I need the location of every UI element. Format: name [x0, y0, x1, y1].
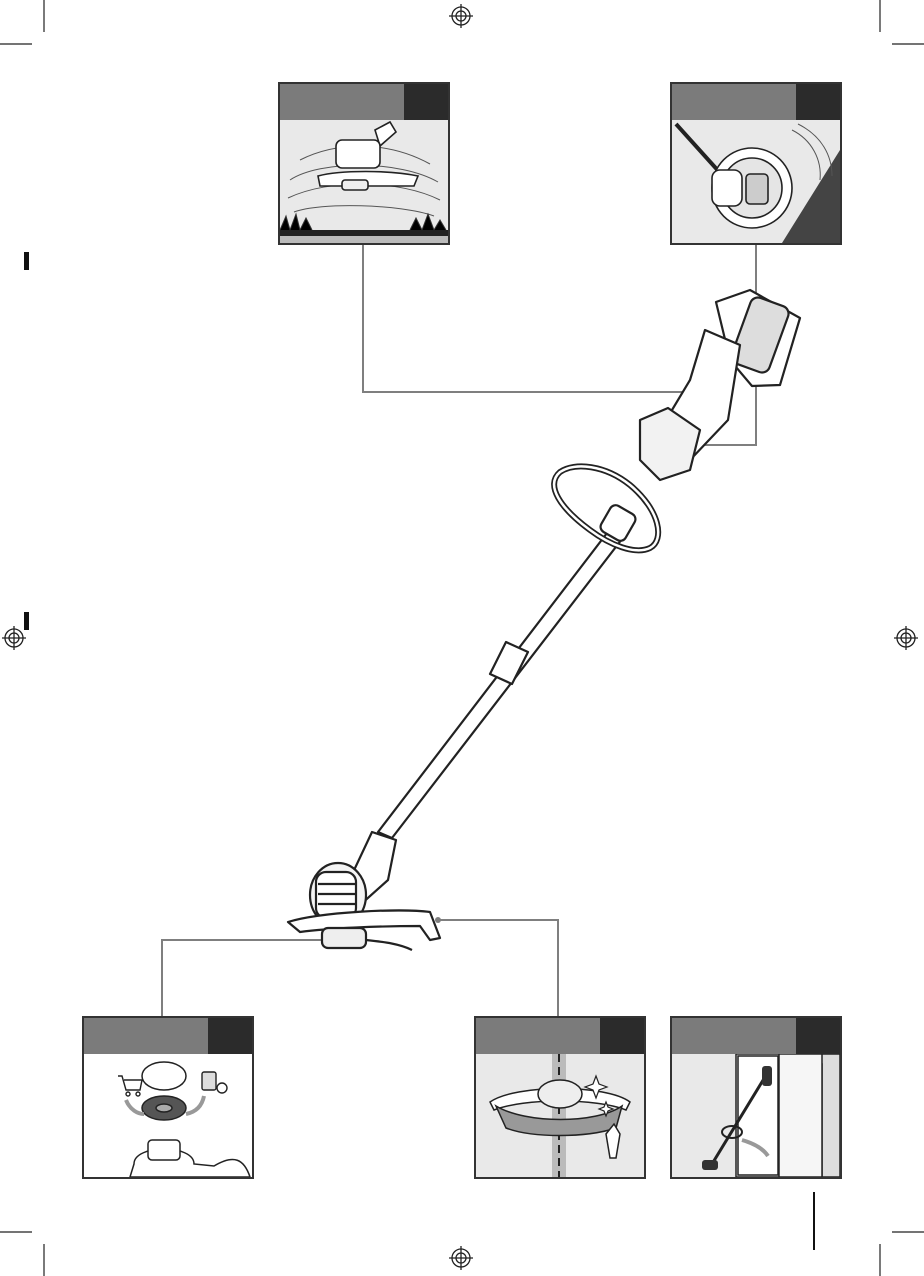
panel-header	[84, 1018, 252, 1054]
spool-illustration	[84, 1054, 252, 1177]
panel-spool-replacement	[82, 1016, 254, 1179]
panel-number	[796, 1018, 840, 1054]
panel-number	[208, 1018, 252, 1054]
panel-edging	[670, 82, 842, 245]
panel-header	[476, 1018, 644, 1054]
panel-trimming	[278, 82, 450, 245]
panel-number	[600, 1018, 644, 1054]
recycle-bin-icon	[202, 1072, 227, 1093]
edging-illustration	[672, 120, 840, 243]
shopping-cart-icon	[118, 1076, 142, 1096]
storage-illustration	[672, 1054, 840, 1177]
cleaning-illustration	[476, 1054, 644, 1177]
trimming-illustration	[280, 120, 448, 243]
panel-header	[280, 84, 448, 120]
panel-header	[672, 1018, 840, 1054]
panel-header	[672, 84, 840, 120]
panel-number	[796, 84, 840, 120]
panel-cleaning	[474, 1016, 646, 1179]
panel-storage	[670, 1016, 842, 1179]
panel-number	[404, 84, 448, 120]
